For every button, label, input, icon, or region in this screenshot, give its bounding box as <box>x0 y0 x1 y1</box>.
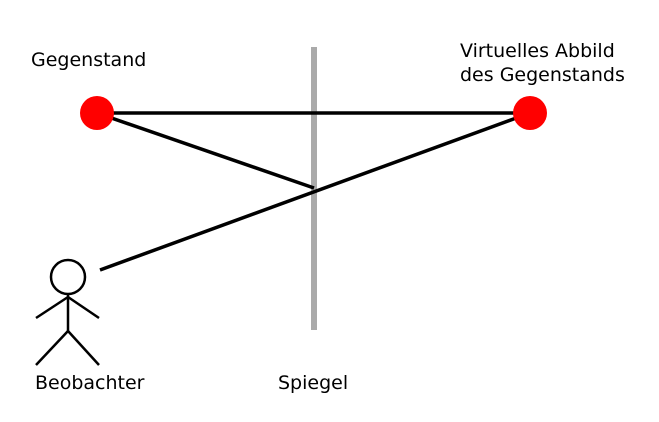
sight-line <box>99 111 531 272</box>
mirror-label: Spiegel <box>278 372 349 394</box>
incident-ray <box>96 111 315 190</box>
observer-stick-figure-icon <box>35 258 100 366</box>
object-label: Gegenstand <box>31 49 147 71</box>
virtual-image-label-line2: des Gegenstands <box>460 64 625 86</box>
virtual-image-label-line1: Virtuelles Abbild <box>460 40 615 62</box>
virtual-image-dot <box>513 96 547 130</box>
observer-label: Beobachter <box>35 372 145 394</box>
object-dot <box>80 96 114 130</box>
